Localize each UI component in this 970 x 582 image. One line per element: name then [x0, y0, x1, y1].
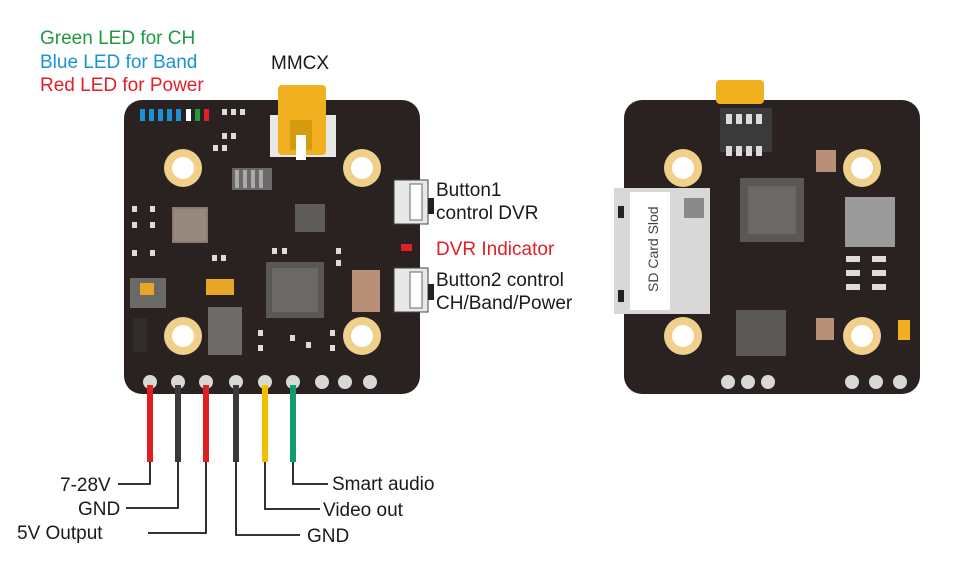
mmcx-label: MMCX	[271, 53, 329, 74]
led-strip	[140, 109, 209, 121]
red-led-label: Red LED for Power	[40, 75, 204, 96]
wires	[147, 385, 296, 462]
mounting-holes	[164, 149, 381, 355]
pin-video-out-label: Video out	[323, 500, 404, 521]
button1-label-line1: Button1	[436, 180, 502, 201]
leader-lines	[118, 207, 434, 536]
front-board	[124, 85, 434, 394]
mmcx-connector	[270, 85, 336, 160]
dvr-indicator-led	[401, 244, 412, 251]
blue-led-label: Blue LED for Band	[40, 52, 197, 73]
button1-label-line2: control DVR	[436, 203, 538, 224]
button2	[393, 267, 434, 313]
pin-gnd-left-label: GND	[78, 499, 120, 520]
dvr-indicator-label: DVR Indicator	[436, 239, 555, 260]
pin-5v-output-label: 5V Output	[17, 523, 103, 544]
green-led-label: Green LED for CH	[40, 28, 195, 49]
button2-label-line2: CH/Band/Power	[436, 293, 573, 314]
pin-gnd-right-label: GND	[307, 526, 349, 547]
sd-card-slot	[614, 188, 710, 314]
pin-smart-audio-label: Smart audio	[332, 474, 434, 495]
button1	[393, 179, 434, 225]
button2-label-line1: Button2 control	[436, 270, 564, 291]
mounting-holes-back	[664, 149, 881, 355]
pin-7-28v-label: 7-28V	[60, 475, 111, 496]
back-board	[614, 80, 920, 394]
sd-card-slot-label: SD Card Slod	[645, 206, 661, 292]
solder-pads	[143, 375, 377, 389]
